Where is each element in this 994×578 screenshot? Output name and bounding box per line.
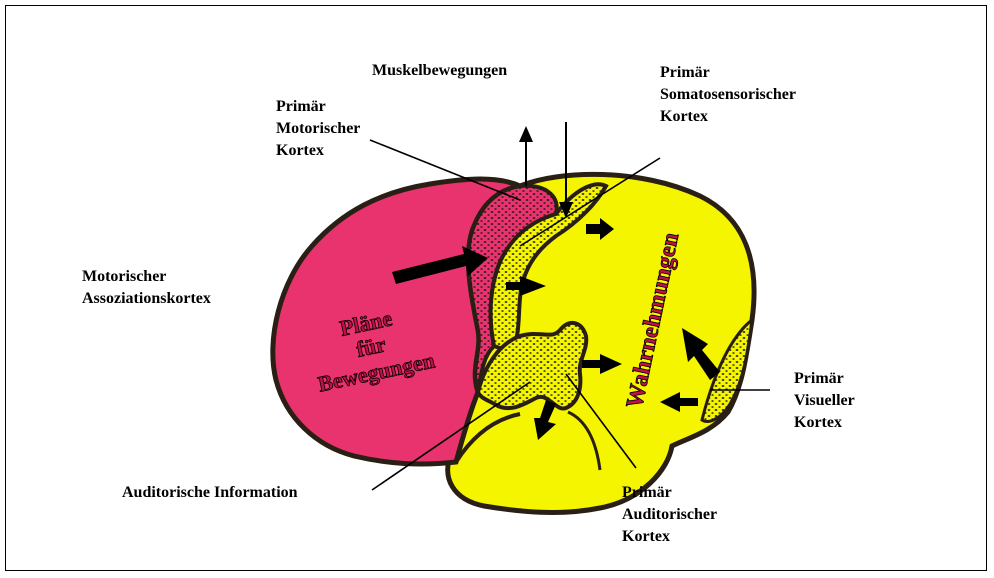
label-primary-auditory-line-1: Primär <box>622 482 717 504</box>
label-motor-association-cortex: Motorischer Assoziationskortex <box>82 266 211 310</box>
label-motor-assoz-line-1: Motorischer <box>82 266 211 288</box>
label-primary-visual-line-2: Visueller <box>794 390 855 412</box>
label-primary-visual-line-1: Primär <box>794 368 855 390</box>
label-motor-assoz-line-2: Assoziationskortex <box>82 288 211 310</box>
label-primary-visual-cortex: Primär Visueller Kortex <box>794 368 855 434</box>
arrow-muscle-out-head <box>519 126 533 142</box>
label-primary-visual-line-3: Kortex <box>794 412 855 434</box>
label-primary-auditory-cortex: Primär Auditorischer Kortex <box>622 482 717 548</box>
label-primary-motor-line-1: Primär <box>276 96 360 118</box>
label-primary-somato-line-2: Somatosensorischer <box>660 84 796 106</box>
label-muscle-movements: Muskelbewegungen <box>372 60 507 82</box>
label-primary-motor-cortex: Primär Motorischer Kortex <box>276 96 360 162</box>
label-primary-somatosensory-cortex: Primär Somatosensorischer Kortex <box>660 62 796 128</box>
label-primary-auditory-line-3: Kortex <box>622 526 717 548</box>
label-primary-somato-line-1: Primär <box>660 62 796 84</box>
label-auditory-information: Auditorische Information <box>122 482 298 504</box>
label-primary-somato-line-3: Kortex <box>660 106 796 128</box>
label-primary-motor-line-3: Kortex <box>276 140 360 162</box>
label-primary-motor-line-2: Motorischer <box>276 118 360 140</box>
label-primary-auditory-line-2: Auditorischer <box>622 504 717 526</box>
